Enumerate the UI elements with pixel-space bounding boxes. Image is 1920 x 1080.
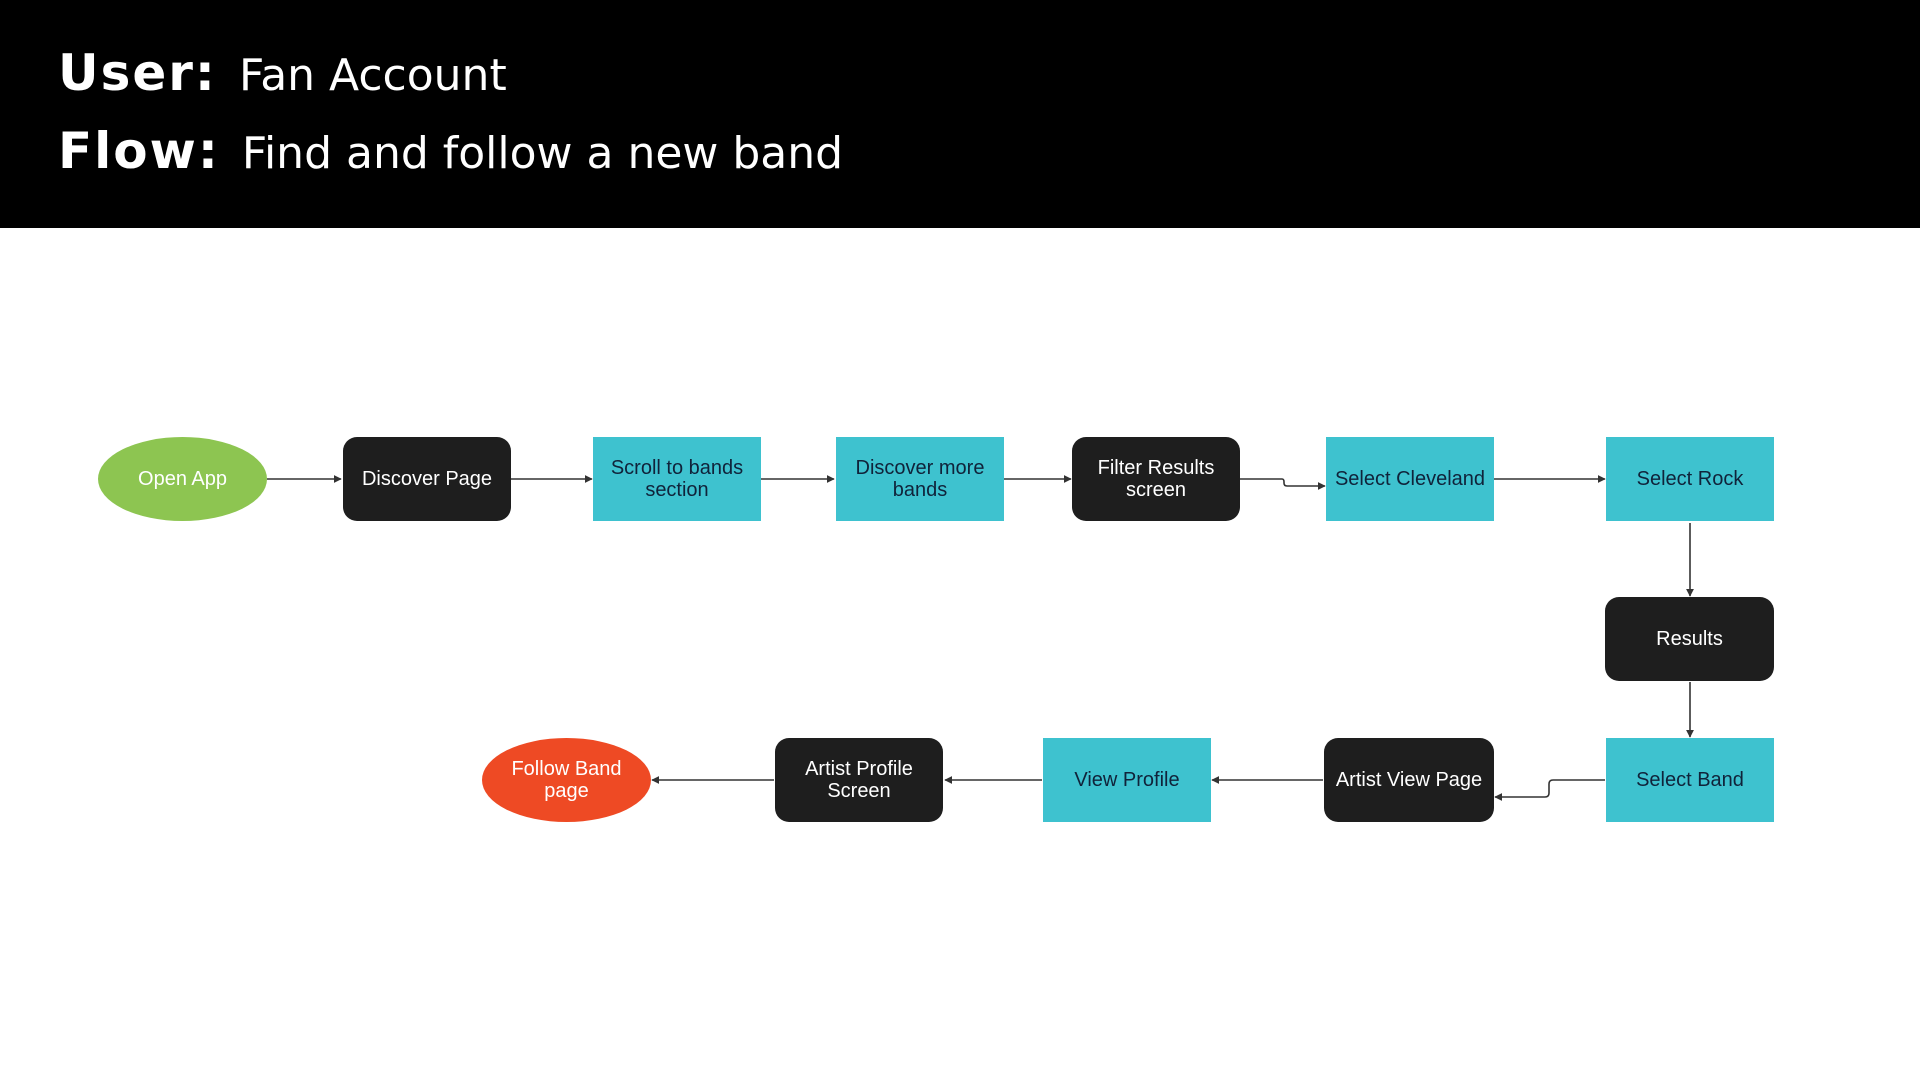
node-artist-profile-screen: Artist Profile Screen	[775, 738, 943, 822]
node-filter-results: Filter Results screen	[1072, 437, 1240, 521]
node-view-profile: View Profile	[1043, 738, 1211, 822]
node-open-app: Open App	[98, 437, 267, 521]
user-value: Fan Account	[238, 50, 507, 101]
node-artist-view-page: Artist View Page	[1324, 738, 1494, 822]
node-scroll-to-bands: Scroll to bands section	[593, 437, 761, 521]
connector-select-band-to-artist-view	[1494, 779, 1605, 801]
node-select-rock: Select Rock	[1606, 437, 1774, 521]
user-label: User:	[58, 44, 217, 102]
flow-label: Flow:	[58, 122, 220, 180]
connector-filter-to-cleveland	[1240, 478, 1326, 490]
node-select-cleveland: Select Cleveland	[1326, 437, 1494, 521]
node-discover-page: Discover Page	[343, 437, 511, 521]
flow-value: Find and follow a new band	[241, 128, 844, 179]
node-results: Results	[1605, 597, 1774, 681]
node-follow-band-page: Follow Band page	[482, 738, 651, 822]
header-banner: User: Fan Account Flow: Find and follow …	[0, 0, 1920, 228]
user-row: User: Fan Account	[58, 44, 507, 124]
flow-row: Flow: Find and follow a new band	[58, 122, 843, 202]
node-discover-more-bands: Discover more bands	[836, 437, 1004, 521]
node-select-band: Select Band	[1606, 738, 1774, 822]
